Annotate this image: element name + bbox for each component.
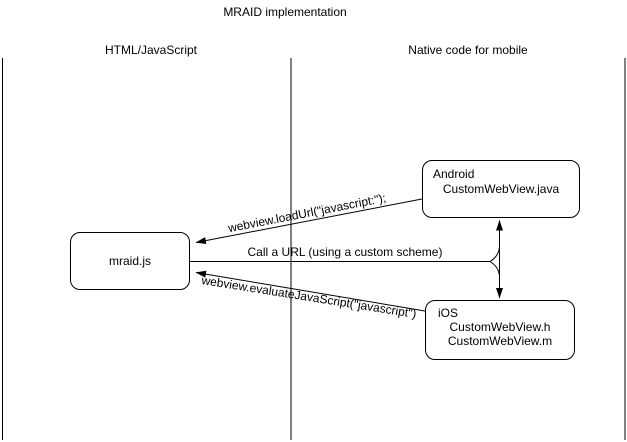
edge-load-url-line — [195, 198, 423, 245]
diagram-title: MRAID implementation — [223, 5, 347, 19]
edge-call-url-label: Call a URL (using a custom scheme) — [247, 245, 443, 259]
node-android-title: Android — [433, 167, 475, 181]
edge-evaluate-js-line — [195, 270, 426, 312]
node-ios-file-m: CustomWebView.m — [447, 334, 553, 348]
node-ios: iOS CustomWebView.h CustomWebView.m — [425, 300, 575, 360]
node-mraid-js-label: mraid.js — [108, 254, 151, 268]
node-android: Android CustomWebView.java — [422, 160, 580, 218]
node-ios-title: iOS — [438, 306, 459, 320]
column-header-native-code: Native code for mobile — [408, 43, 528, 57]
node-ios-file-h: CustomWebView.h — [449, 320, 551, 334]
edge-call-url-fork — [489, 246, 500, 277]
node-android-file: CustomWebView.java — [442, 182, 560, 196]
column-header-html-javascript: HTML/JavaScript — [104, 43, 198, 57]
node-mraid-js: mraid.js — [70, 232, 190, 290]
